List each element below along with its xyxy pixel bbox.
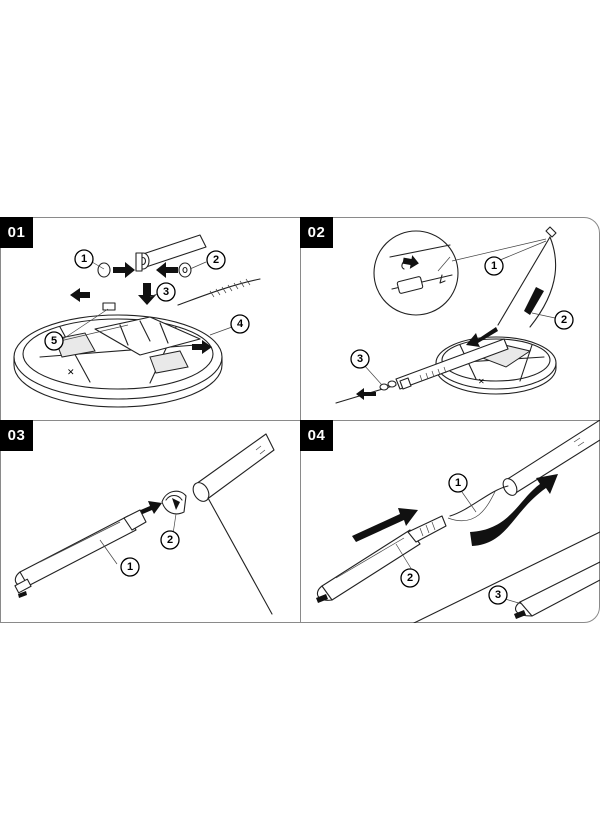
arrow-pull-left (356, 388, 376, 400)
svg-text:2: 2 (167, 534, 173, 546)
bolt (102, 302, 116, 311)
washer-left (97, 262, 111, 278)
callout-3: 3 (350, 349, 370, 369)
callout-1: 1 (74, 249, 94, 269)
svg-text:1: 1 (127, 561, 133, 573)
step-02-illustration: ✕ 1 2 3 (335, 226, 574, 404)
upper-shaft (502, 420, 600, 496)
lower-shaft (135, 234, 207, 272)
callout-4: 4 (230, 314, 250, 334)
callout-2: 2 (554, 310, 574, 330)
cable-spring (209, 278, 251, 298)
callout-2: 2 (160, 530, 180, 550)
svg-text:1: 1 (455, 477, 461, 489)
callout-2: 2 (206, 250, 226, 270)
arrow-push-down (466, 327, 498, 347)
arrow-bolt-left (70, 288, 90, 302)
step-03-illustration: 1 2 (14, 433, 275, 615)
callout-1: 1 (448, 473, 468, 493)
upper-shaft (192, 433, 275, 502)
svg-text:2: 2 (407, 572, 413, 584)
rod (497, 236, 551, 326)
cable (449, 485, 509, 517)
callout-1: 1 (484, 256, 504, 276)
callout-5: 5 (44, 331, 64, 351)
step-04-badge: 04 (300, 420, 333, 451)
washer-right (178, 262, 192, 278)
step-02-badge: 02 (300, 217, 333, 248)
callout-3: 3 (488, 585, 508, 605)
svg-text:2: 2 (561, 314, 567, 326)
lever (524, 287, 544, 315)
arrow-curve (470, 474, 558, 546)
svg-text:1: 1 (491, 260, 497, 272)
step-01-illustration: ✕ (13, 234, 261, 408)
coil-cable (177, 278, 261, 306)
callout-2: 2 (400, 568, 420, 588)
arrow-left (156, 262, 178, 278)
armrest-handle (14, 509, 147, 598)
step-04-panel: 04 (300, 420, 600, 623)
shaft (395, 338, 509, 390)
step-01-badge: 01 (0, 217, 33, 248)
detail-inset (373, 230, 459, 316)
step-01-panel: 01 ✕ (0, 217, 301, 421)
step-04-illustration: 1 2 3 (316, 420, 600, 623)
callout-3: 3 (156, 282, 176, 302)
search-coil: ✕ (13, 314, 223, 408)
armrest-handle (316, 515, 447, 603)
cable (207, 497, 273, 615)
arrow-nut-left (192, 340, 212, 354)
arrow-down (138, 283, 156, 305)
step-03-badge: 03 (0, 420, 33, 451)
step-03-panel: 03 (0, 420, 301, 623)
svg-text:3: 3 (163, 286, 169, 298)
callout-1: 1 (120, 557, 140, 577)
arrow-insert (136, 501, 162, 516)
svg-text:✕: ✕ (478, 377, 485, 386)
instruction-sheet: 01 ✕ (0, 217, 600, 623)
inset-detail (514, 561, 600, 619)
arrow-insert (352, 508, 418, 542)
inset-divider (413, 531, 600, 623)
svg-text:3: 3 (495, 589, 501, 601)
svg-text:✕: ✕ (67, 367, 75, 377)
svg-text:3: 3 (357, 353, 363, 365)
svg-text:5: 5 (51, 335, 57, 347)
svg-text:1: 1 (81, 253, 87, 265)
arrow-right (113, 262, 135, 278)
svg-text:4: 4 (237, 318, 244, 330)
step-02-panel: 02 (300, 217, 600, 421)
svg-text:2: 2 (213, 254, 219, 266)
